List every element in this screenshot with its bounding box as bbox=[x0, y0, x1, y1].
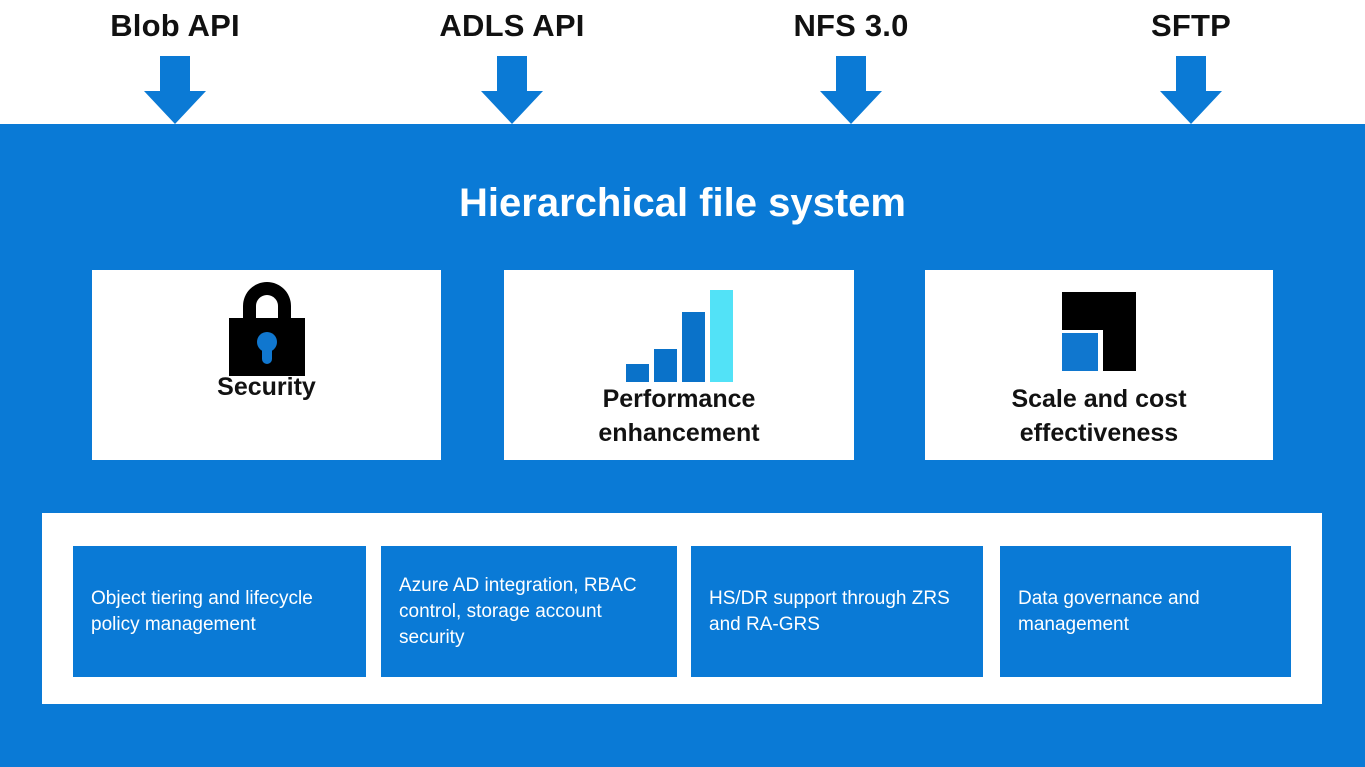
arrow-head bbox=[144, 91, 206, 124]
bar-chart-icon bbox=[504, 282, 854, 382]
arrow-head bbox=[1160, 91, 1222, 124]
page-title: Hierarchical file system bbox=[459, 181, 906, 225]
api-label-nfs: NFS 3.0 bbox=[793, 8, 909, 43]
lock-keyhole-stem bbox=[261, 342, 272, 364]
arrow-shaft bbox=[497, 56, 527, 92]
api-label-adls: ADLS API bbox=[439, 8, 585, 43]
arrow-shaft bbox=[836, 56, 866, 92]
chart-bar-4 bbox=[709, 290, 733, 382]
capability-box-hs-dr[interactable]: HS/DR support through ZRS and RA-GRS bbox=[691, 546, 983, 677]
down-arrow-icon bbox=[481, 56, 543, 124]
scale-block-accent bbox=[1062, 333, 1098, 371]
lock-icon bbox=[92, 282, 441, 382]
feature-card-label-line1: Scale and cost bbox=[1011, 385, 1187, 413]
feature-card-row: Security Performance enhancement bbox=[0, 270, 1365, 460]
capability-box-object-tiering[interactable]: Object tiering and lifecycle policy mana… bbox=[73, 546, 366, 677]
api-label-blob: Blob API bbox=[110, 8, 240, 43]
feature-card-performance[interactable]: Performance enhancement bbox=[504, 270, 854, 460]
feature-card-label-line2: enhancement bbox=[598, 419, 760, 447]
api-label-sftp: SFTP bbox=[1150, 8, 1232, 43]
feature-card-label-scale: Scale and cost effectiveness bbox=[925, 382, 1273, 450]
api-strip: Blob API ADLS API NFS 3.0 SFTP bbox=[0, 0, 1365, 124]
feature-card-label-line1: Performance bbox=[602, 385, 756, 413]
feature-card-label-line2: effectiveness bbox=[1019, 419, 1179, 447]
api-entry-blob: Blob API bbox=[55, 0, 295, 124]
chart-bar-3 bbox=[681, 312, 705, 382]
down-arrow-icon bbox=[820, 56, 882, 124]
scale-block-right bbox=[1103, 292, 1136, 371]
feature-card-scale[interactable]: Scale and cost effectiveness bbox=[925, 270, 1273, 460]
api-entry-sftp: SFTP bbox=[1071, 0, 1311, 124]
api-entry-nfs: NFS 3.0 bbox=[731, 0, 971, 124]
scale-blocks-icon bbox=[925, 282, 1273, 382]
arrow-head bbox=[481, 91, 543, 124]
down-arrow-icon bbox=[144, 56, 206, 124]
down-arrow-icon bbox=[1160, 56, 1222, 124]
feature-card-security[interactable]: Security bbox=[92, 270, 441, 460]
arrow-shaft bbox=[160, 56, 190, 92]
feature-card-label-performance: Performance enhancement bbox=[504, 382, 854, 450]
capability-box-text: Object tiering and lifecycle policy mana… bbox=[91, 587, 313, 635]
feature-card-label-security: Security bbox=[217, 373, 316, 401]
capability-box-text: HS/DR support through ZRS and RA-GRS bbox=[709, 587, 950, 635]
capability-box-text: Azure AD integration, RBAC control, stor… bbox=[399, 574, 637, 648]
api-entry-adls: ADLS API bbox=[392, 0, 632, 124]
chart-bar-2 bbox=[653, 349, 677, 382]
capability-box-azure-ad[interactable]: Azure AD integration, RBAC control, stor… bbox=[381, 546, 677, 677]
arrow-head bbox=[820, 91, 882, 124]
chart-bar-1 bbox=[625, 364, 649, 382]
arrow-shaft bbox=[1176, 56, 1206, 92]
capability-box-data-governance[interactable]: Data governance and management bbox=[1000, 546, 1291, 677]
capability-box-text: Data governance and management bbox=[1018, 587, 1200, 635]
capability-panel: Object tiering and lifecycle policy mana… bbox=[42, 513, 1322, 704]
